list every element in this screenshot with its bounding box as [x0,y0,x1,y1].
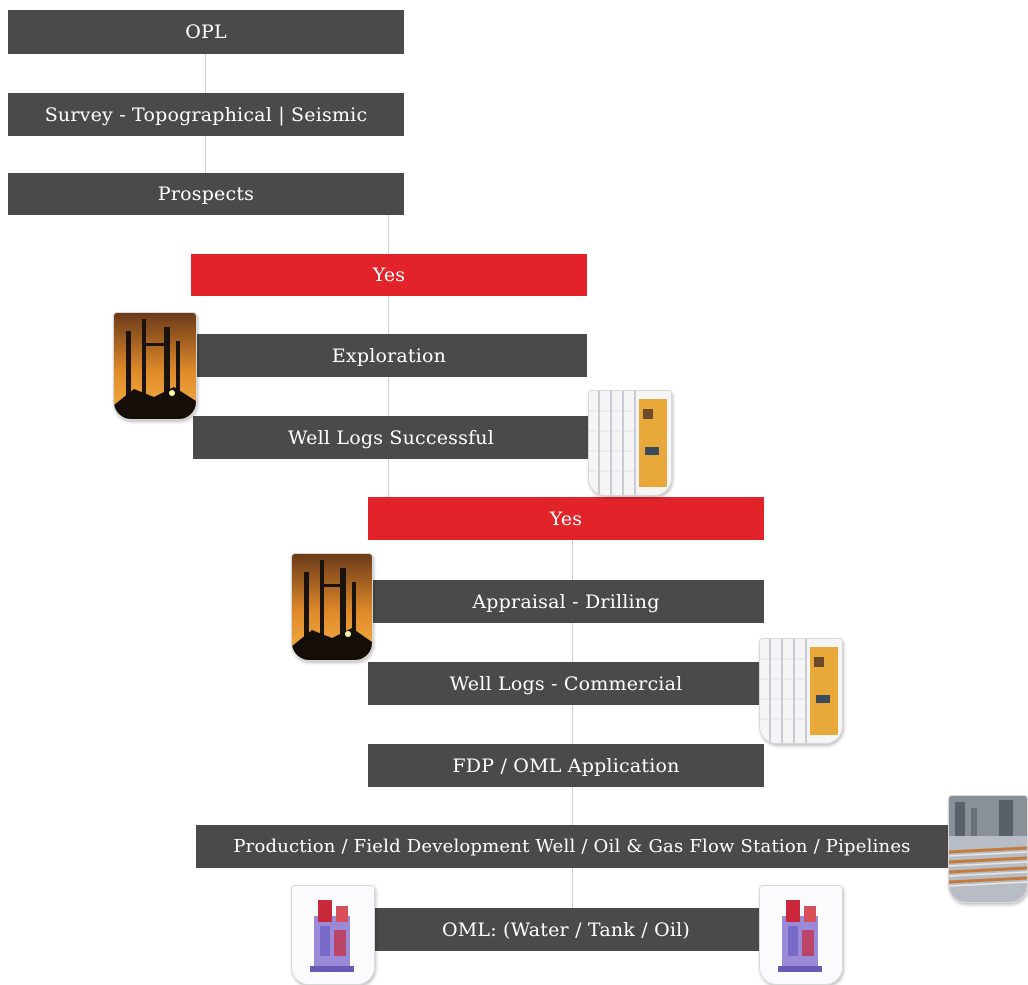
step-appraisal: Appraisal - Drilling [368,580,764,623]
step-fdp: FDP / OML Application [368,744,764,787]
step-appraisal-label: Appraisal - Drilling [472,590,660,613]
step-prospects: Prospects [8,173,404,215]
decision-yes-2: Yes [368,497,764,540]
step-survey-label: Survey - Topographical | Seismic [44,103,368,126]
step-production-label: Production / Field Development Well / Oi… [233,836,911,857]
decision-yes-1: Yes [191,254,587,296]
step-production: Production / Field Development Well / Oi… [196,825,948,868]
step-oml: OML: (Water / Tank / Oil) [373,908,759,951]
step-prospects-label: Prospects [157,183,255,205]
step-opl: OPL [8,10,404,54]
drilling-rig-icon [113,312,197,420]
decision-yes-1-label: Yes [372,264,406,286]
step-well-logs-successful: Well Logs Successful [193,416,589,459]
step-well-logs-successful-label: Well Logs Successful [287,426,495,449]
step-well-logs-commercial-label: Well Logs - Commercial [449,672,683,695]
step-oml-label: OML: (Water / Tank / Oil) [441,918,691,941]
decision-yes-2-label: Yes [549,507,583,530]
step-exploration: Exploration [191,334,587,377]
connector-line-3 [572,540,573,912]
well-log-chart-icon-2 [759,638,843,744]
drilling-rig-icon-2 [291,553,373,661]
flow-station-icon [948,795,1028,903]
tank-facility-icon [291,885,375,985]
step-exploration-label: Exploration [331,344,447,367]
step-opl-label: OPL [185,21,227,43]
well-log-chart-icon [588,390,672,496]
step-survey: Survey - Topographical | Seismic [8,93,404,136]
tank-facility-icon-2 [759,885,843,985]
step-fdp-label: FDP / OML Application [452,754,680,777]
step-well-logs-commercial: Well Logs - Commercial [368,662,764,705]
